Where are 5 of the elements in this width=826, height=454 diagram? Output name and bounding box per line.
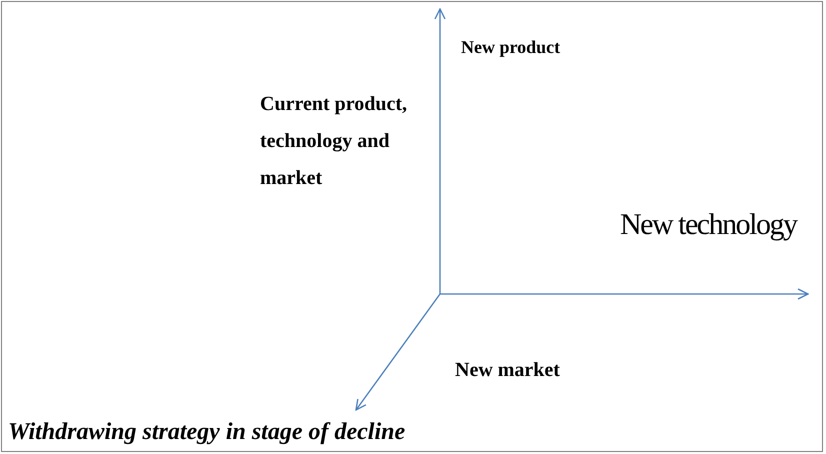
- caption: Withdrawing strategy in stage of decline: [8, 420, 406, 444]
- axis-label: New technology: [620, 210, 796, 240]
- axis-label: Current product, technology and market: [260, 92, 408, 191]
- axis-label: New product: [461, 36, 560, 59]
- axis-label: New market: [455, 358, 560, 383]
